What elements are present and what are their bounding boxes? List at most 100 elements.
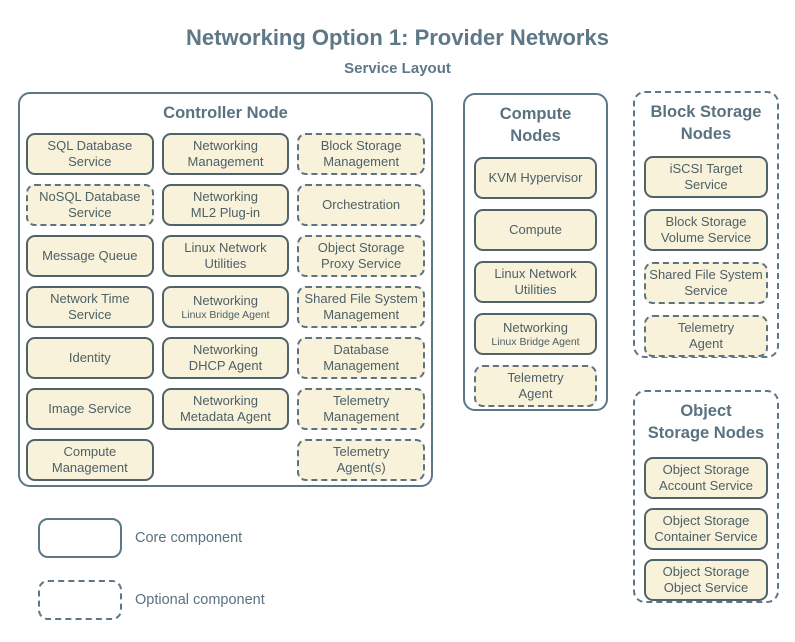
service-box-label: Compute: [509, 222, 562, 237]
service-box-label: Container Service: [654, 529, 758, 544]
service-box: KVM Hypervisor: [474, 157, 597, 199]
service-box-label: Object Storage: [662, 513, 750, 528]
service-box-label: Service: [684, 283, 728, 298]
service-box-label: Management: [187, 154, 264, 169]
legend-optional-swatch: [38, 580, 122, 620]
service-box-label: iSCSI Target: [669, 161, 743, 176]
service-box-label: Networking: [192, 393, 258, 408]
service-box-label: Object Service: [663, 580, 749, 595]
service-box-label: Shared File System: [649, 267, 763, 282]
service-box-label: Telemetry: [677, 320, 735, 335]
group-title-line: Object: [680, 402, 732, 420]
service-box-label: Account Service: [659, 478, 753, 493]
service-box-label: Agent: [518, 386, 553, 401]
service-box-label: Telemetry: [332, 444, 390, 459]
service-box-label: Orchestration: [322, 197, 401, 212]
service-box-sublabel: Linux Bridge Agent: [491, 335, 580, 348]
service-box-label: Telemetry: [332, 393, 390, 408]
service-box-label: KVM Hypervisor: [488, 170, 583, 185]
service-box-label: Block Storage: [320, 138, 402, 153]
group-title-line: Compute: [499, 105, 572, 123]
page-subtitle: Service Layout: [344, 60, 451, 77]
service-box-label: Proxy Service: [321, 256, 402, 271]
service-box-label: Telemetry: [507, 370, 564, 385]
service-box-label: ML2 Plug-in: [190, 205, 261, 220]
service-box-label: Networking: [192, 342, 258, 357]
service-box: Identity: [26, 337, 154, 379]
service-box-label: NoSQL Database: [39, 189, 141, 204]
service-box-label: Networking: [502, 319, 569, 335]
group-title-line: Nodes: [680, 125, 732, 143]
service-box-label: SQL Database: [47, 138, 133, 153]
group-title-line: Controller Node: [163, 104, 288, 122]
service-box-sublabel: Linux Bridge Agent: [181, 308, 270, 321]
service-box-label: Management: [323, 154, 400, 169]
service-box-label: Service: [68, 307, 112, 322]
service-box-label: Object Storage: [662, 462, 750, 477]
service-box-label: Volume Service: [660, 230, 752, 245]
service-box-label: Networking: [192, 292, 258, 308]
legend-optional-row: Optional component: [38, 580, 265, 620]
service-box-label: Management: [51, 460, 128, 475]
service-box-label: Service: [684, 177, 728, 192]
service-box-label: Utilities: [514, 282, 557, 297]
service-box-label: Object Storage: [662, 564, 750, 579]
service-box-label: Message Queue: [42, 248, 138, 263]
legend-optional-label: Optional component: [135, 592, 265, 608]
service-box-label: Block Storage: [665, 214, 747, 229]
service-box-label: Object Storage: [317, 240, 405, 255]
service-box-label: Service: [68, 154, 112, 169]
service-box: Image Service: [26, 388, 154, 430]
service-box-label: Database: [333, 342, 389, 357]
service-box: Orchestration: [297, 184, 425, 226]
service-box-label: Management: [323, 358, 400, 373]
service-box: Compute: [474, 209, 597, 251]
legend-core-label: Core component: [135, 530, 243, 546]
service-box-label: Agent: [689, 336, 723, 351]
service-box-label: Management: [323, 409, 400, 424]
service-box-label: Linux Network: [184, 240, 267, 255]
service-box-label: Shared File System: [304, 291, 418, 306]
group-title-line: Block Storage: [650, 103, 762, 121]
service-box-label: Agent(s): [336, 460, 386, 475]
service-box-label: Identity: [68, 350, 111, 365]
service-box-label: Network Time: [50, 291, 130, 306]
service-box: Message Queue: [26, 235, 154, 277]
page-title: Networking Option 1: Provider Networks: [186, 25, 609, 50]
group-title-line: Storage Nodes: [647, 424, 765, 442]
legend-core-row: Core component: [38, 518, 242, 558]
service-box-label: Compute: [63, 444, 117, 459]
service-box-label: Linux Network: [494, 266, 577, 281]
